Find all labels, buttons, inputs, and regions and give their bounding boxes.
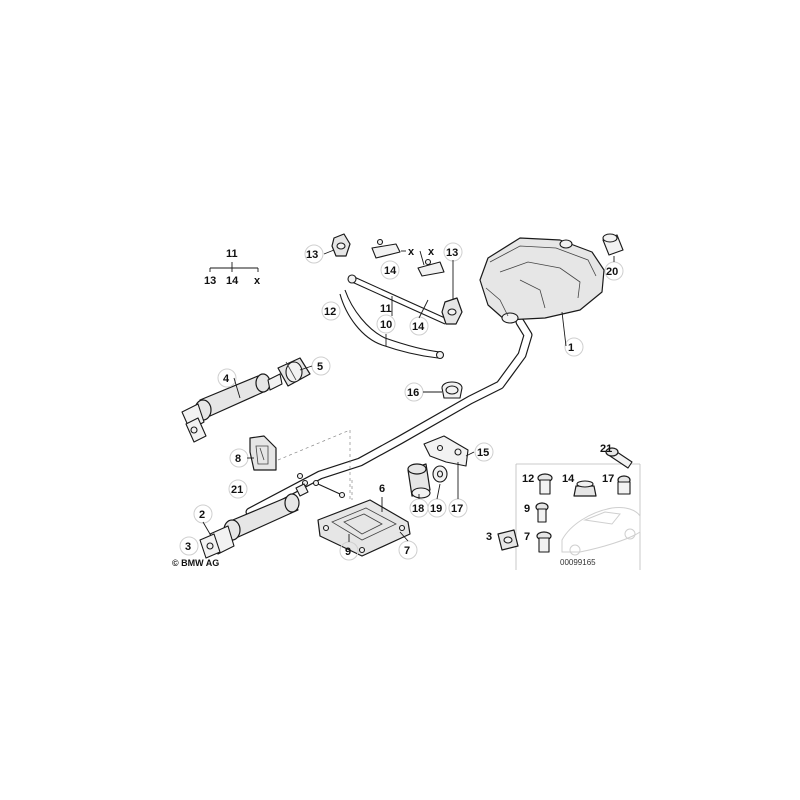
leader-lines: [202, 249, 615, 542]
hanger-bracket-assembly: [339, 274, 446, 360]
kit-callout-17: 17: [602, 473, 614, 485]
callout-20: 20: [606, 266, 618, 278]
bolt-group: [312, 479, 346, 499]
bracket-clip-left: [371, 238, 401, 259]
callout-15: 15: [477, 447, 489, 459]
kit-bolt-9: [535, 502, 549, 523]
kit-callout-3: 3: [486, 531, 492, 543]
center-silencer: [181, 373, 283, 443]
callout-3: 3: [185, 541, 191, 553]
rear-silencer: [479, 237, 605, 324]
kit-bolt-21: [605, 447, 633, 469]
kit-callout-14: 14: [562, 473, 575, 485]
pipe-bracket-15: [423, 435, 469, 467]
callout-18: 18: [412, 503, 424, 515]
callout-x-right: x: [428, 246, 435, 258]
bracket-clip-right: [417, 258, 445, 277]
legend-top: 11: [226, 248, 238, 260]
kit-nut-17: [617, 475, 631, 495]
callout-7: 7: [404, 545, 410, 557]
callout-16: 16: [407, 387, 419, 399]
legend-item-14: 14: [226, 275, 239, 287]
callout-4: 4: [223, 373, 230, 385]
callout-13-right: 13: [446, 247, 458, 259]
callout-21: 21: [231, 484, 243, 496]
callout-19: 19: [430, 503, 442, 515]
callout-13-left: 13: [306, 249, 318, 261]
callout-14-left: 14: [384, 265, 397, 277]
heat-shield-plate: [317, 480, 411, 557]
callout-1: 1: [568, 342, 574, 354]
pipe-bracket-16: [441, 381, 463, 399]
kit-bolt-7: [536, 531, 552, 553]
diagram-code: 00099165: [560, 558, 596, 567]
legend-item-x: x: [254, 275, 261, 287]
kit-nut-3: [497, 529, 519, 551]
kit-callout-21: 21: [600, 443, 612, 455]
callout-12: 12: [324, 306, 336, 318]
rubber-mount-right: [441, 297, 463, 325]
copyright-label: © BMW AG: [172, 558, 219, 568]
callout-6: 6: [379, 483, 385, 495]
car-silhouette: [561, 507, 641, 556]
callout-17: 17: [451, 503, 463, 515]
kit-bolt-12: [537, 473, 553, 495]
kit-grommet-14: [573, 480, 597, 497]
callout-10: 10: [380, 319, 392, 331]
callout-9: 9: [345, 546, 351, 558]
callout-2: 2: [199, 509, 205, 521]
pipe-clamp: [277, 357, 311, 387]
legend-group: 11 13 14 x: [204, 248, 261, 287]
callout-8: 8: [235, 453, 241, 465]
rubber-buffer: [407, 463, 431, 499]
kit-callout-12: 12: [522, 473, 534, 485]
main-exhaust-pipe: [245, 317, 533, 517]
legend-item-13: 13: [204, 275, 216, 287]
washer: [432, 465, 448, 483]
callout-x-left: x: [408, 246, 415, 258]
kit-callout-7: 7: [524, 531, 530, 543]
front-silencer: [199, 483, 309, 559]
callout-14-right: 14: [412, 321, 425, 333]
tailpipe-trim: [602, 233, 624, 256]
rubber-mount-left: [331, 233, 351, 257]
kit-callout-9: 9: [524, 503, 530, 515]
fastener-kit-box: [497, 447, 641, 570]
callout-11: 11: [380, 303, 392, 315]
callout-5: 5: [317, 361, 323, 373]
